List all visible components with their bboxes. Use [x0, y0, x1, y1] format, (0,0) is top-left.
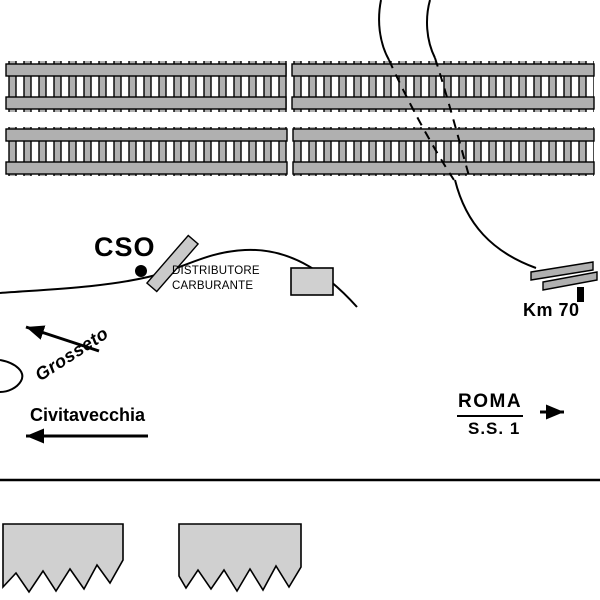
road-to-km70-curve: [454, 179, 537, 269]
km70-sign-bar-upper: [530, 261, 594, 281]
crossing-road-upper-right-line: [426, 0, 436, 59]
station-location-dot: [135, 265, 147, 277]
rail: [5, 161, 288, 175]
rail: [291, 63, 595, 77]
civitavecchia-direction-label: Civitavecchia: [30, 405, 146, 425]
grosseto-arrow: [25, 325, 100, 353]
road-number-label: S.S. 1: [468, 419, 521, 438]
fuel-station-label-line2: CARBURANTE: [172, 279, 254, 292]
fuel-station-label: DISTRIBUTORE CARBURANTE: [172, 264, 260, 293]
fuel-station-label-line1: DISTRIBUTORE: [172, 265, 260, 277]
km70-label: Km 70: [523, 300, 580, 320]
railway-track-upper: [5, 61, 595, 112]
rail: [292, 128, 595, 142]
km70-sign: [530, 261, 598, 302]
main-road-curve: [0, 248, 358, 308]
building-block-left: [2, 523, 124, 594]
building-block-right: [178, 523, 302, 593]
railway-track-lower: [5, 127, 595, 176]
rail: [5, 96, 287, 110]
rail: [5, 63, 287, 77]
rail: [291, 96, 595, 110]
station-name-label: CSO: [94, 232, 156, 262]
rail: [5, 128, 288, 142]
station-platform: [145, 234, 200, 293]
crossing-road-upper-left-line: [378, 0, 390, 61]
fuel-station-building: [290, 267, 334, 296]
crossing-dashed-line-left: [388, 59, 455, 181]
km70-sign-bar-lower: [542, 271, 598, 291]
junction-loop-curve: [0, 359, 24, 393]
km70-sign-post: [577, 287, 584, 302]
roma-direction-label: ROMA: [457, 391, 524, 417]
